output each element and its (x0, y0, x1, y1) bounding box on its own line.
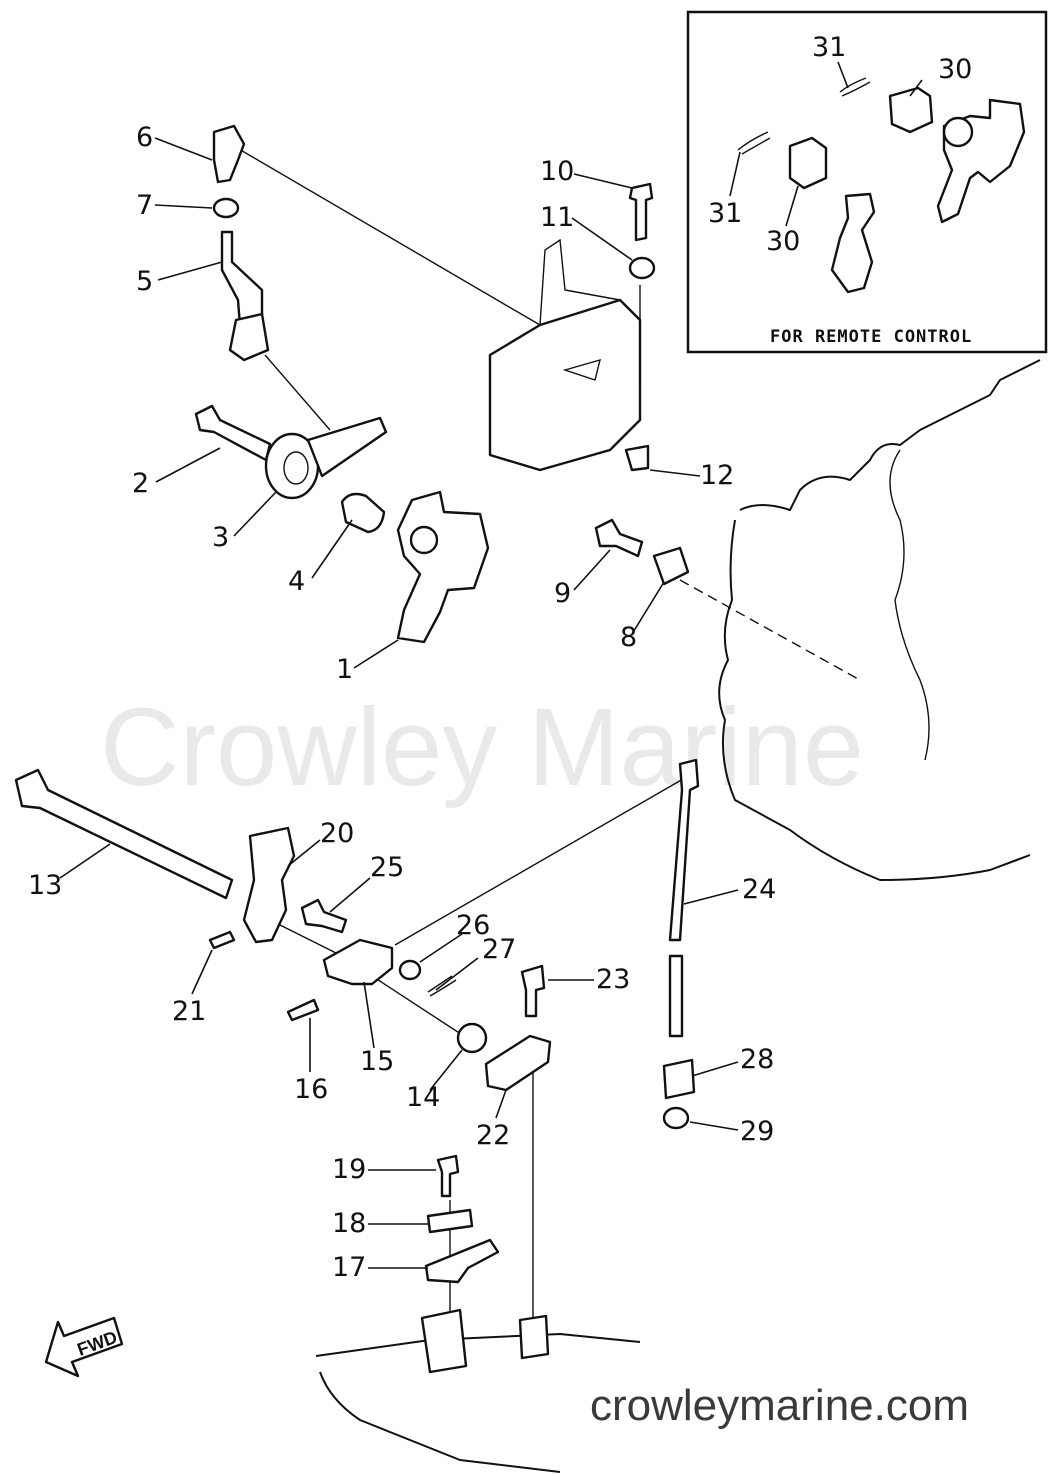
part-18-plate (426, 1208, 474, 1234)
part-14-collar (456, 1022, 488, 1054)
part-22-bracket (484, 1034, 552, 1092)
part-15-link (322, 938, 394, 986)
part-27-clip (427, 975, 457, 997)
watermark-brand: Crowley Marine (100, 686, 864, 809)
label-20: 20 (320, 818, 354, 849)
engine-block (718, 359, 1041, 881)
label-24: 24 (742, 874, 776, 905)
link-line-8 (679, 579, 861, 681)
label-28: 28 (740, 1044, 774, 1075)
bottom-cowling (315, 1308, 641, 1473)
callout-labels: 1 2 3 4 5 6 7 8 9 10 11 12 13 14 15 16 1… (28, 32, 972, 1283)
bracket-housing (488, 238, 642, 472)
part-8-collar (652, 546, 690, 586)
label-19: 19 (332, 1154, 366, 1185)
label-27: 27 (482, 934, 516, 965)
label-17: 17 (332, 1252, 366, 1283)
part-5-link-rod (220, 230, 264, 328)
part-9-bolt (594, 518, 644, 558)
label-29: 29 (740, 1116, 774, 1147)
link-line-24 (394, 774, 691, 946)
part-12-cap (624, 444, 650, 472)
inset-title: FOR REMOTE CONTROL (770, 327, 972, 347)
label-15: 15 (360, 1046, 394, 1077)
label-31-upper: 31 (812, 32, 846, 63)
part-23-bolt (520, 964, 546, 1018)
fwd-arrow: FWD (44, 1316, 124, 1378)
label-7: 7 (136, 190, 153, 221)
remote-control-inset: FOR REMOTE CONTROL (686, 10, 1048, 354)
part-25-bolt (300, 898, 348, 934)
part-24-rod (668, 758, 700, 942)
part-6-rod-end (212, 124, 246, 184)
label-9: 9 (554, 578, 571, 609)
label-30-lower: 30 (766, 226, 800, 257)
label-3: 3 (212, 522, 229, 553)
label-1: 1 (336, 654, 353, 685)
label-6: 6 (136, 122, 153, 153)
part-16-pin (286, 998, 320, 1022)
label-14: 14 (406, 1082, 440, 1113)
label-12: 12 (700, 460, 734, 491)
label-30-upper: 30 (938, 54, 972, 85)
label-25: 25 (370, 852, 404, 883)
label-8: 8 (620, 622, 637, 653)
link-line-6 (231, 144, 541, 326)
label-22: 22 (476, 1120, 510, 1151)
label-2: 2 (132, 468, 149, 499)
link-line-5 (264, 354, 331, 431)
part-2-bolt (194, 404, 272, 462)
label-13: 13 (28, 870, 62, 901)
part-20-lever (242, 826, 296, 944)
part-26-washer (398, 959, 422, 981)
leader-lines (59, 61, 923, 1269)
label-16: 16 (294, 1074, 328, 1105)
part-28-sleeve (662, 1058, 696, 1100)
part-10-bolt (628, 182, 654, 242)
part-29-nut (662, 1106, 690, 1130)
part-17-plate (424, 1238, 500, 1284)
label-26: 26 (456, 910, 490, 941)
label-11: 11 (540, 202, 574, 233)
label-21: 21 (172, 996, 206, 1027)
label-5: 5 (136, 266, 153, 297)
part-1-throttle-lever (396, 490, 490, 644)
label-10: 10 (540, 156, 574, 187)
part-7-nut (212, 197, 240, 219)
part-4-spring (340, 492, 386, 534)
label-18: 18 (332, 1208, 366, 1239)
label-23: 23 (596, 964, 630, 995)
part-13-shaft (14, 768, 234, 900)
part-11-nut (628, 256, 656, 280)
label-31-lower: 31 (708, 198, 742, 229)
watermark-site: crowleymarine.com (590, 1381, 969, 1430)
part-19-bolt (436, 1154, 460, 1198)
part-21-pin (208, 930, 236, 950)
label-4: 4 (288, 566, 305, 597)
